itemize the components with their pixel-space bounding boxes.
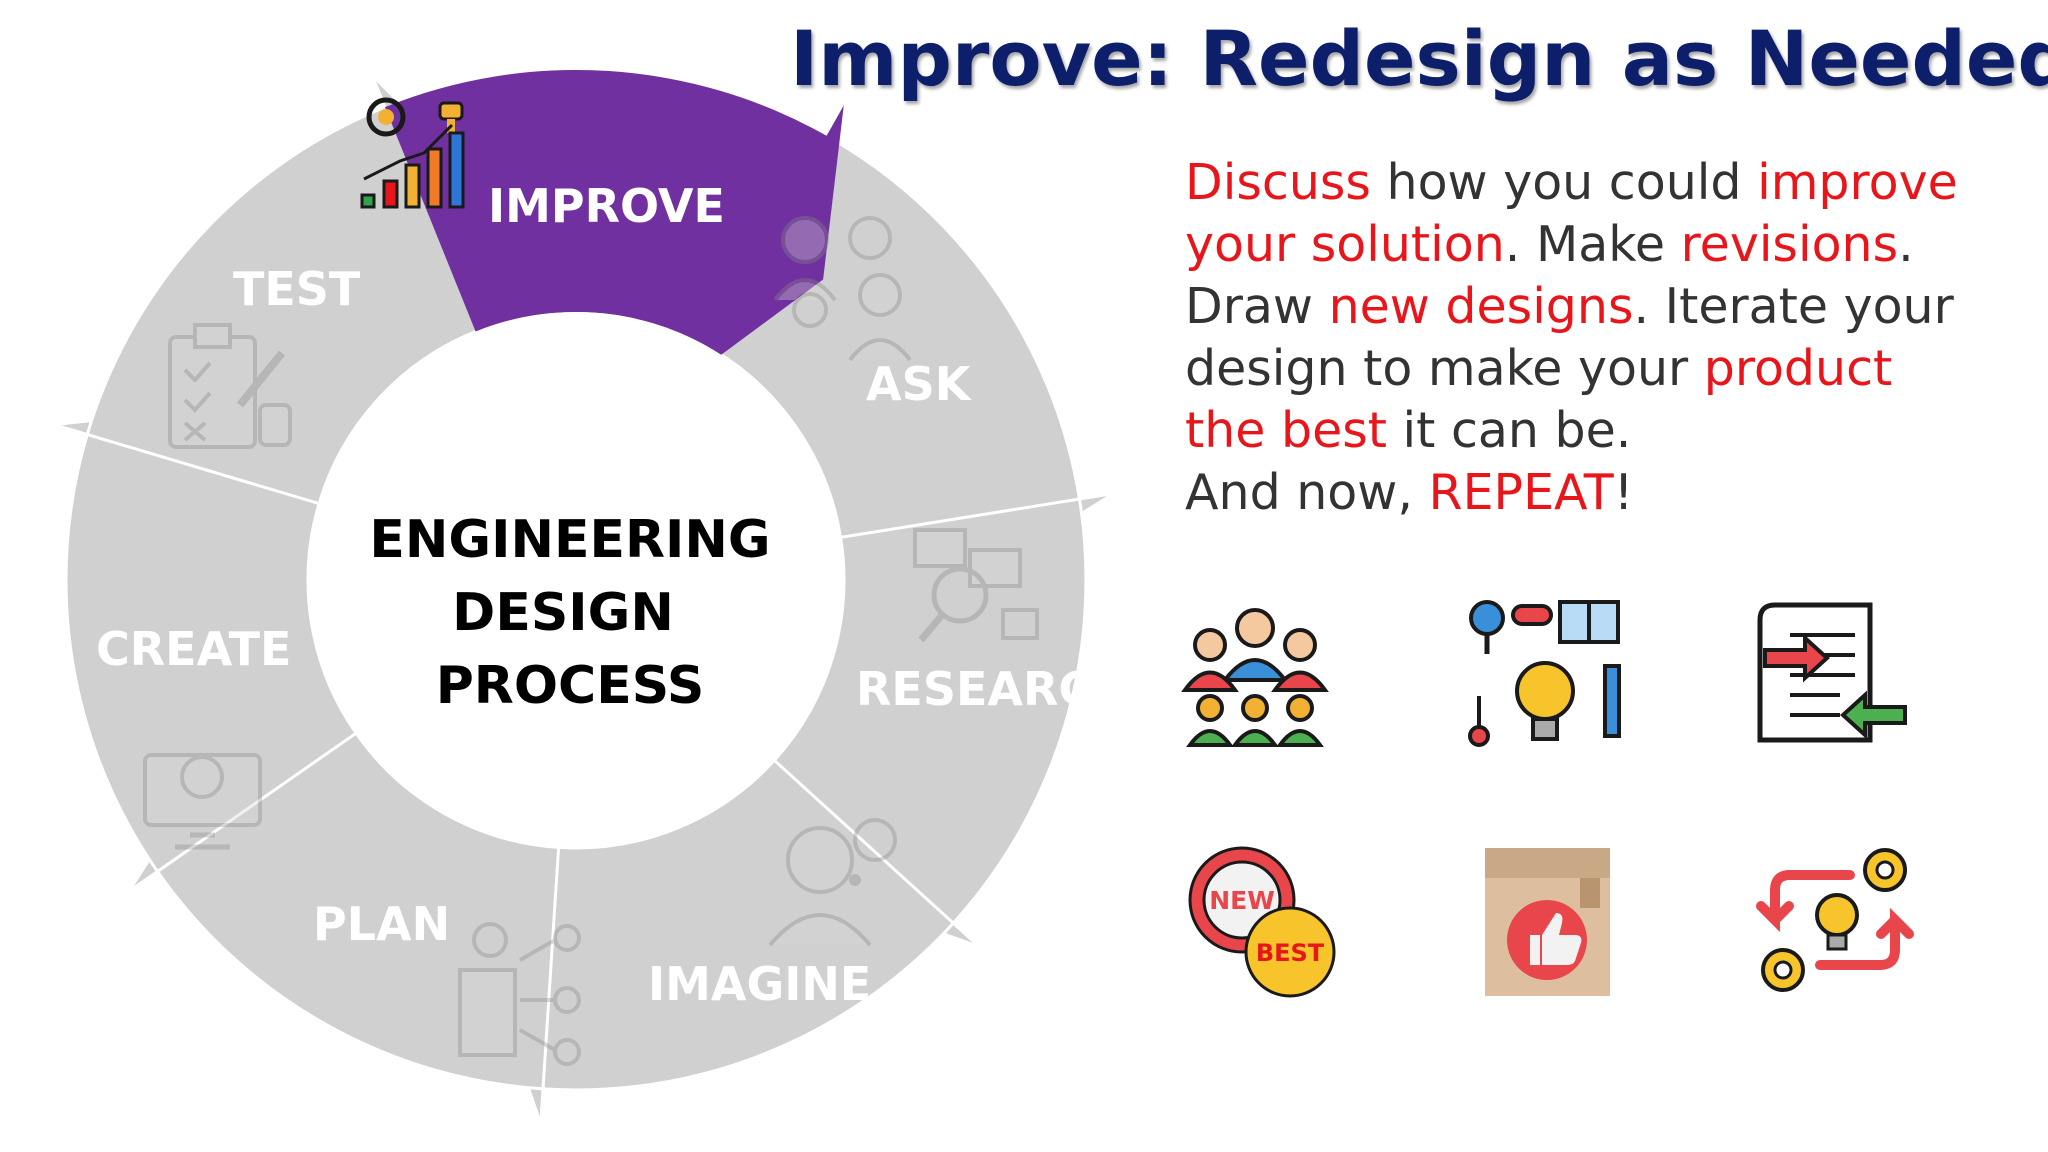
highlight-repeat: REPEAT	[1428, 464, 1614, 521]
product-box-thumbs-up-icon	[1485, 848, 1610, 996]
text-it-can-be: it can be.	[1386, 402, 1632, 459]
text-make: . Make	[1504, 216, 1681, 273]
text-draw: . Draw	[1185, 216, 1914, 335]
description-text: Discuss how you could improve your solut…	[1185, 152, 1985, 524]
stage-label-create: CREATE	[96, 622, 291, 676]
team-discussion-icon	[1181, 608, 1329, 747]
research-magnifier-icon	[913, 528, 1039, 643]
chart-trophy-icon	[360, 97, 465, 209]
text-and-now: And now,	[1185, 464, 1429, 521]
highlight-product-best: product the best	[1185, 340, 1893, 459]
cycle-segment-improve	[385, 69, 844, 378]
text-exclamation: !	[1613, 464, 1634, 521]
ask-people-icon	[773, 216, 912, 362]
page-title: Improve: Redesign as Needed	[790, 14, 2048, 103]
create-monitor-bulb-icon	[143, 753, 262, 850]
highlight-improve-solution: improve your solution	[1185, 154, 1958, 273]
new-best-badge-icon: NEW BEST	[1188, 846, 1336, 998]
research-ideas-icon	[1468, 600, 1621, 747]
highlight-discuss: Discuss	[1185, 154, 1371, 211]
badge-best-label: BEST	[1256, 939, 1325, 967]
badge-new-label: NEW	[1209, 886, 1275, 915]
document-revision-icon	[1757, 602, 1907, 743]
text-iterate: . Iterate your design to make your	[1185, 278, 1954, 397]
stage-label-imagine: IMAGINE	[648, 957, 871, 1011]
engineering-design-cycle: ENGINEERING DESIGN PROCESS IMPROVE ASK R…	[53, 69, 1130, 1124]
stage-label-improve: IMPROVE	[488, 179, 725, 233]
stage-label-test: TEST	[233, 262, 361, 316]
stage-label-plan: PLAN	[313, 897, 450, 951]
center-label-line-3: PROCESS	[436, 656, 705, 716]
center-label-line-2: DESIGN	[452, 583, 674, 643]
center-label-line-1: ENGINEERING	[369, 510, 770, 570]
highlight-new-designs: new designs	[1328, 278, 1634, 335]
text-how-you-could: how you could	[1370, 154, 1758, 211]
plan-flowchart-icon	[458, 922, 581, 1066]
stage-label-research: RESEARCH	[856, 662, 1130, 716]
iterate-cycle-gears-icon	[1756, 848, 1914, 992]
test-clipboard-icon	[168, 323, 292, 449]
cycle-center	[308, 312, 844, 848]
highlight-revisions: revisions	[1680, 216, 1899, 273]
imagine-thinking-person-icon	[768, 818, 897, 947]
stage-label-ask: ASK	[866, 357, 973, 411]
